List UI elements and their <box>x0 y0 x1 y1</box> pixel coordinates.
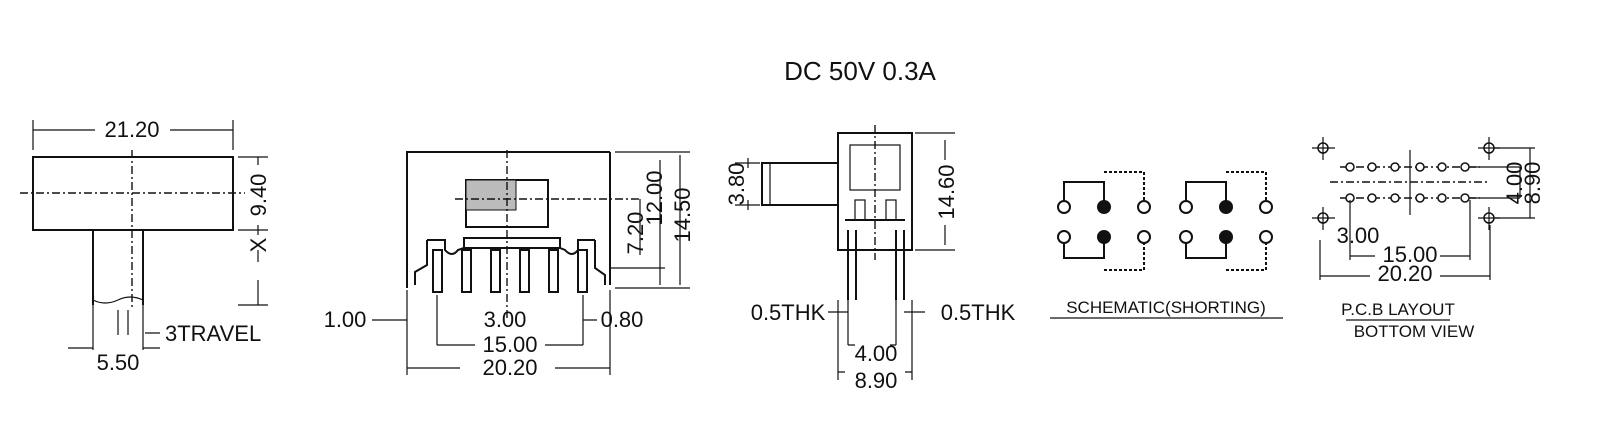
dim-7-20: 7.20 <box>623 212 648 255</box>
dim-pitch: 3.00 <box>484 307 527 332</box>
top-view: 21.20 9.40 X 3TRAVEL 5.50 <box>20 117 271 375</box>
dim-height: 9.40 <box>246 174 271 217</box>
dim-row-spacing: 4.00 <box>855 341 898 366</box>
pcb-layout: 4.00 8.90 3.00 15.00 20.20 P.C.B LAYOUT … <box>1312 137 1545 341</box>
dim-width: 21.20 <box>104 117 159 142</box>
pcb-holes <box>1317 142 1495 224</box>
schematic-label: SCHEMATIC(SHORTING) <box>1066 298 1266 317</box>
dim-14-50: 14.50 <box>670 187 695 242</box>
dim-overall: 20.20 <box>482 355 537 380</box>
schematic-pole-2 <box>1179 171 1273 271</box>
pcb-dim-row-spacing: 4.00 <box>1502 162 1527 205</box>
pcb-label-layout: P.C.B LAYOUT <box>1341 300 1455 319</box>
dim-side-overall: 8.90 <box>855 368 898 393</box>
front-view: 7.20 12.00 14.50 1.00 3.00 0.80 15.00 20… <box>324 150 695 380</box>
dim-left-pin: 1.00 <box>324 307 367 332</box>
side-view: 3.80 14.60 0.5THK 0.5THK 4.00 8.90 <box>724 125 1016 393</box>
dim-lever: 3.80 <box>724 163 749 206</box>
dim-span: 15.00 <box>482 332 537 357</box>
dim-travel: 3TRAVEL <box>165 321 261 346</box>
dim-x: X <box>246 237 271 252</box>
dim-thk-left: 0.5THK <box>751 300 826 325</box>
pcb-dim-overall-h: 8.90 <box>1520 162 1545 205</box>
schematic-pole-1 <box>1057 171 1151 271</box>
pcb-label-view: BOTTOM VIEW <box>1354 322 1475 341</box>
pins <box>432 249 588 293</box>
dim-stem-width: 5.50 <box>97 350 140 375</box>
dim-thk-right: 0.5THK <box>941 300 1016 325</box>
pcb-dim-pitch: 3.00 <box>1337 223 1380 248</box>
dim-12-00: 12.00 <box>642 170 667 225</box>
pcb-dim-span: 15.00 <box>1382 242 1437 267</box>
pcb-dim-overall: 20.20 <box>1377 261 1432 286</box>
dim-right-pin: 0.80 <box>601 307 644 332</box>
dim-side-height: 14.60 <box>934 164 959 219</box>
rating-title: DC 50V 0.3A <box>784 56 936 86</box>
schematic: SCHEMATIC(SHORTING) <box>1050 171 1283 319</box>
